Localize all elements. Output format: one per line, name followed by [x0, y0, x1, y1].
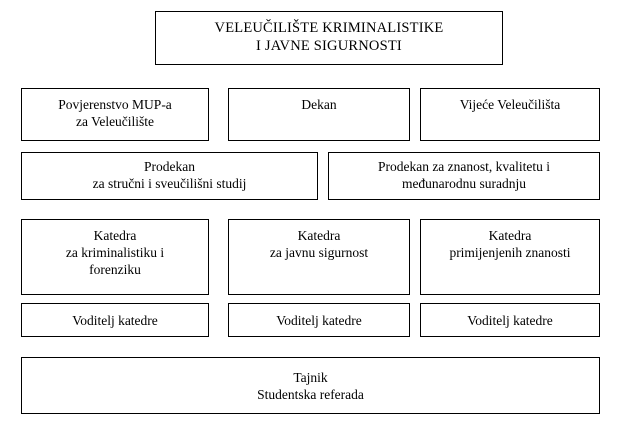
institution-title-line-1: VELEUČILIŠTE KRIMINALISTIKE	[214, 20, 444, 36]
katedra-kriminalistika-line-2: za kriminalistiku i	[65, 245, 165, 260]
tajnik-line-2: Studentska referada	[257, 387, 364, 402]
node-katedra-primijenjenih-znanosti: Katedra primijenjenih znanosti	[420, 219, 600, 295]
voditelj-3-label: Voditelj katedre	[467, 312, 553, 328]
node-katedra-javna-sigurnost: Katedra za javnu sigurnost	[228, 219, 410, 295]
voditelj-1-label: Voditelj katedre	[72, 312, 158, 328]
dekan-line-1: Dekan	[301, 97, 337, 112]
node-katedra-kriminalistika-forenzika: Katedra za kriminalistiku i forenziku	[21, 219, 209, 295]
prodekan-znanost-line-1: Prodekan za znanost, kvalitetu i	[377, 159, 551, 174]
katedra-znanosti-line-1: Katedra	[488, 228, 532, 243]
voditelj-2-label: Voditelj katedre	[276, 312, 362, 328]
povjerenstvo-line-1: Povjerenstvo MUP-a	[58, 97, 172, 112]
prodekan-znanost-line-2: međunarodnu suradnju	[401, 176, 527, 191]
institution-title-line-2: I JAVNE SIGURNOSTI	[256, 38, 402, 55]
katedra-sigurnost-line-1: Katedra	[297, 228, 341, 243]
prodekan-strucni-line-1: Prodekan	[144, 159, 195, 174]
vijece-line-1: Vijeće Veleučilišta	[459, 97, 561, 112]
node-prodekan-strucni-studij: Prodekan za stručni i sveučilišni studij	[21, 152, 318, 200]
node-institution-title: VELEUČILIŠTE KRIMINALISTIKE I JAVNE SIGU…	[155, 11, 503, 65]
node-povjerenstvo-mup: Povjerenstvo MUP-a za Veleučilište	[21, 88, 209, 141]
katedra-znanosti-line-2: primijenjenih znanosti	[449, 245, 571, 260]
node-prodekan-znanost: Prodekan za znanost, kvalitetu i međunar…	[328, 152, 600, 200]
katedra-kriminalistika-line-3: forenziku	[89, 262, 141, 277]
node-vijece-veleucilista: Vijeće Veleučilišta	[420, 88, 600, 141]
povjerenstvo-line-2: za Veleučilište	[75, 114, 155, 129]
node-voditelj-katedre-3: Voditelj katedre	[420, 303, 600, 337]
node-tajnik-studentska-referada: Tajnik Studentska referada	[21, 357, 600, 414]
prodekan-strucni-line-2: za stručni i sveučilišni studij	[92, 176, 247, 191]
tajnik-line-1: Tajnik	[293, 370, 328, 385]
node-dekan: Dekan	[228, 88, 410, 141]
node-voditelj-katedre-2: Voditelj katedre	[228, 303, 410, 337]
katedra-kriminalistika-line-1: Katedra	[93, 228, 137, 243]
katedra-sigurnost-line-2: za javnu sigurnost	[269, 245, 369, 260]
node-voditelj-katedre-1: Voditelj katedre	[21, 303, 209, 337]
